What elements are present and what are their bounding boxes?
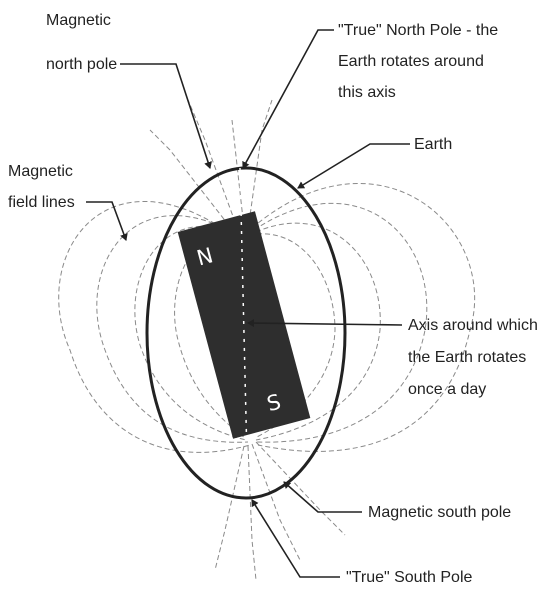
- label-true-south-pole: "True" South Pole: [346, 569, 472, 586]
- label-line: the Earth rotates: [408, 349, 526, 366]
- label-magnetic-field-lines: Magnetic field lines: [8, 163, 77, 211]
- label-line: Axis around which: [408, 317, 538, 334]
- label-earth: Earth: [414, 136, 452, 153]
- field-line: [252, 444, 300, 560]
- leader-magnetic-north: [120, 64, 210, 168]
- label-magnetic-south-pole: Magnetic south pole: [368, 504, 511, 521]
- leader-magnetic-south: [284, 482, 362, 512]
- field-line: [232, 120, 244, 228]
- label-line: once a day: [408, 381, 486, 398]
- leader-field-lines: [86, 202, 126, 240]
- leader-earth: [298, 144, 410, 188]
- label-magnetic-north-pole: Magnetic north pole: [46, 12, 117, 73]
- label-line: field lines: [8, 194, 75, 211]
- label-line: this axis: [338, 84, 396, 101]
- label-line: north pole: [46, 56, 117, 73]
- label-line: Magnetic: [46, 12, 111, 29]
- label-line: Magnetic: [8, 163, 73, 180]
- field-line: [248, 100, 272, 230]
- field-line: [215, 446, 244, 570]
- label-line: Earth rotates around: [338, 53, 484, 70]
- field-line: [248, 446, 256, 580]
- label-true-north-pole: "True" North Pole - the Earth rotates ar…: [338, 22, 503, 101]
- label-line: "True" North Pole - the: [338, 22, 498, 39]
- bar-magnet: N S: [178, 211, 311, 438]
- field-line: [256, 442, 345, 535]
- label-rotation-axis: Axis around which the Earth rotates once…: [408, 317, 542, 398]
- field-line: [188, 100, 238, 230]
- leader-true-north: [243, 30, 334, 168]
